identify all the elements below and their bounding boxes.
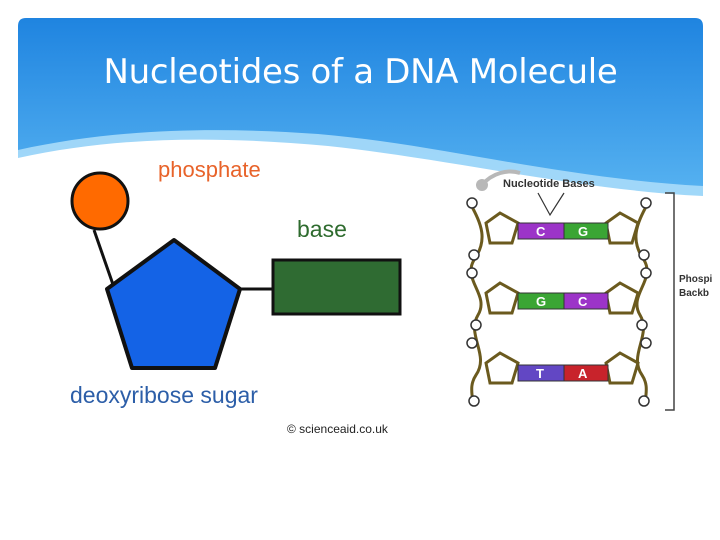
deoxyribose-sugar-label: deoxyribose sugar	[70, 382, 258, 408]
phosphate-node	[466, 267, 478, 279]
phosphate-node	[468, 249, 480, 261]
left-sugar-1	[484, 211, 520, 245]
phosphate-node	[640, 267, 652, 279]
phosphate-node	[638, 249, 650, 261]
right-sugar-2	[604, 281, 640, 315]
phosphate-label: phosphate	[158, 157, 261, 182]
base-pair-2-right-letter: C	[578, 294, 588, 309]
phosphate-backbone-label: Phospi Backb	[679, 274, 713, 299]
phosphate-node	[640, 197, 652, 209]
base-pair-1-right-bar	[563, 222, 609, 240]
slide-title: Nucleotides of a DNA Molecule	[103, 52, 618, 92]
bases-pointer-lines	[537, 192, 565, 217]
phosphate-node	[470, 319, 482, 331]
left-sugar-3	[484, 351, 520, 385]
left-backbone-strand	[468, 202, 484, 406]
right-backbone-strand	[634, 202, 650, 406]
phosphate-node	[640, 337, 652, 349]
base-pair-1-left-letter: C	[536, 224, 546, 239]
nucleotide-bases-label: Nucleotide Bases	[503, 178, 595, 190]
phosphate-circle	[70, 171, 130, 231]
right-sugar-1	[604, 211, 640, 245]
phosphate-node	[466, 337, 478, 349]
base-pair-2-right-bar	[563, 292, 609, 310]
base-label: base	[297, 216, 347, 242]
base-pair-3-left-letter: T	[536, 366, 544, 381]
phosphate-nodes	[466, 197, 652, 407]
nucleotide-diagram	[62, 156, 402, 436]
backbone-bracket	[665, 192, 675, 411]
base-pair-2: G C	[517, 292, 609, 310]
left-sugar-2	[484, 281, 520, 315]
phosphate-node	[466, 197, 478, 209]
phosphate-node	[468, 395, 480, 407]
deoxyribose-pentagon	[105, 238, 242, 370]
base-pair-1: C G	[517, 222, 609, 240]
base-pair-1-right-letter: G	[578, 224, 588, 239]
image-credit: © scienceaid.co.uk	[287, 422, 388, 436]
phosphate-node	[638, 395, 650, 407]
base-rectangle	[271, 258, 402, 316]
pointer-curve	[480, 169, 521, 187]
base-pair-2-left-letter: G	[536, 294, 546, 309]
dna-ladder-diagram: C G G C T A	[466, 169, 675, 411]
phosphate-node	[636, 319, 648, 331]
base-pair-3: T A	[517, 364, 609, 382]
base-pair-3-right-bar	[563, 364, 609, 382]
base-pair-3-right-letter: A	[578, 366, 588, 381]
right-sugar-3	[604, 351, 640, 385]
